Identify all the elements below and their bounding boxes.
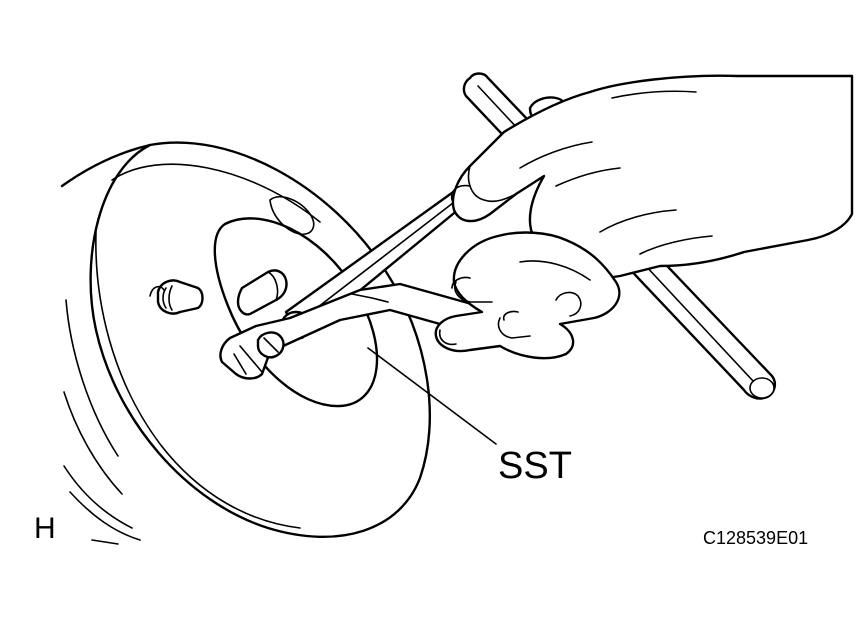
view-letter-label: H [34, 512, 56, 545]
wheel-hub-drawing [60, 141, 432, 545]
figure-code-label: C128539E01 [703, 528, 808, 548]
sst-callout-label: SST [498, 445, 572, 487]
sst-leader-line [367, 347, 497, 445]
hands-drawing [434, 74, 854, 360]
